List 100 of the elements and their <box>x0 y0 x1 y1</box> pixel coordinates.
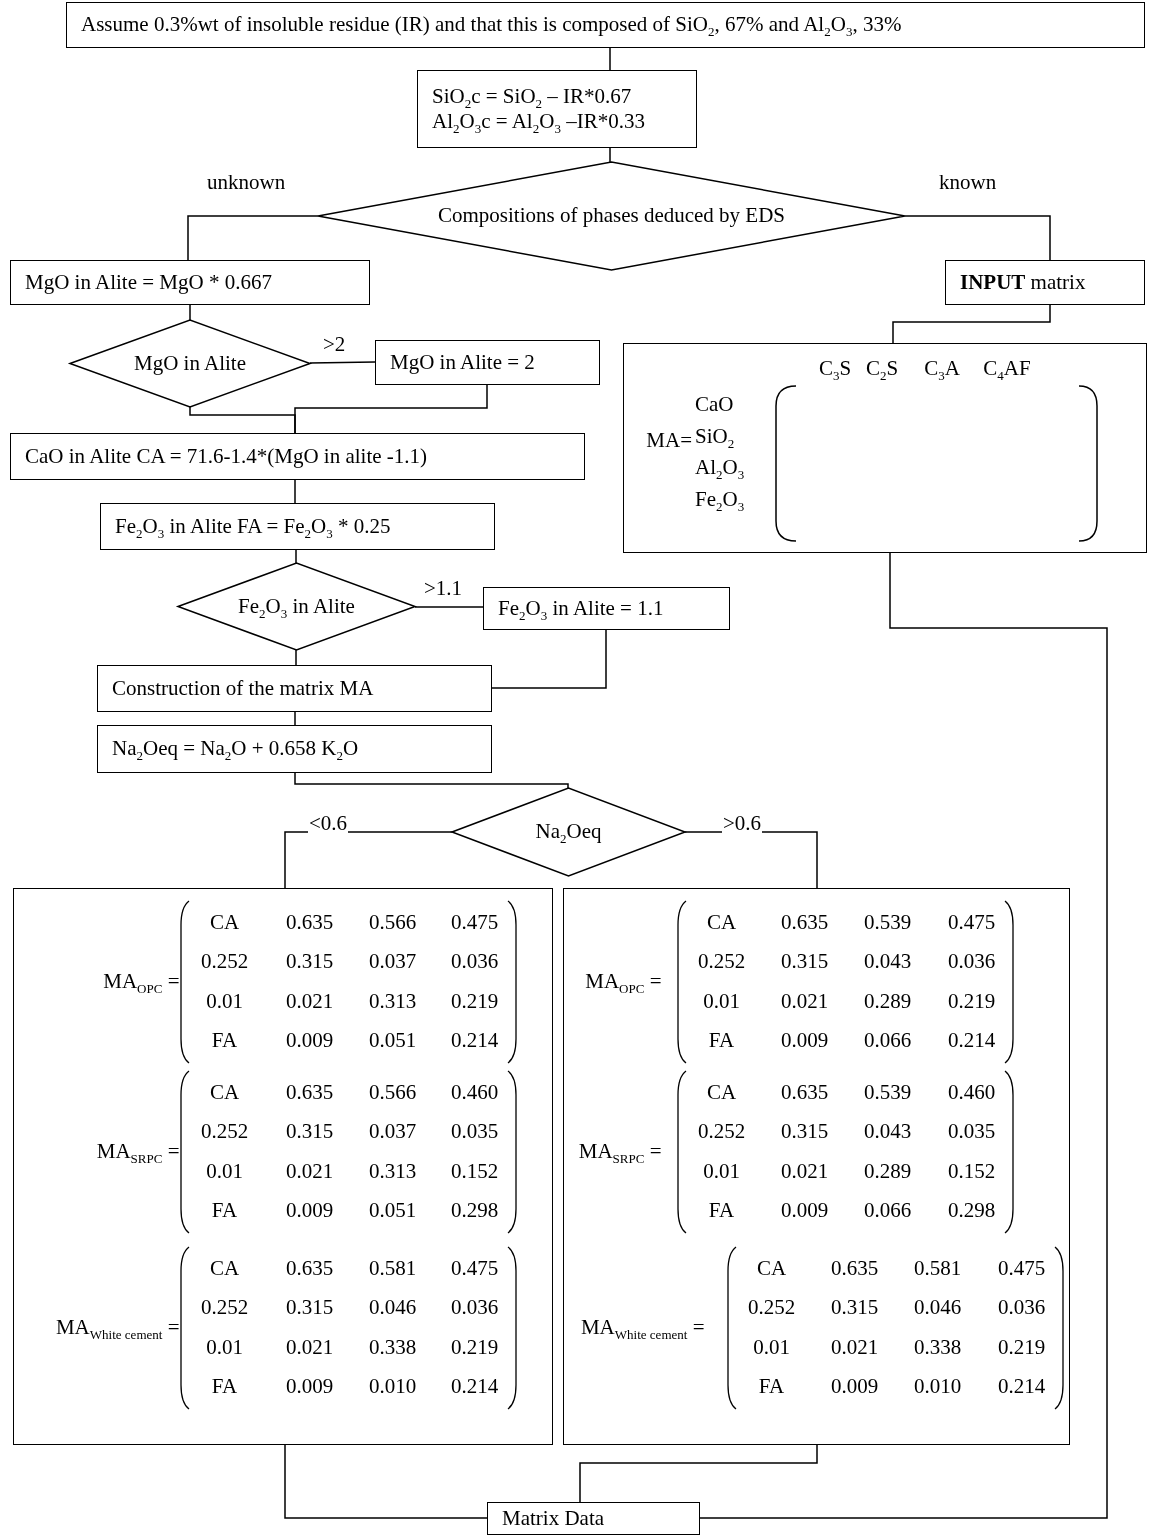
matrix-entry: CA <box>209 1080 240 1106</box>
connector-line <box>189 304 191 321</box>
matrix-entry: 0.009 <box>285 1197 334 1224</box>
matrix-entry: 0.635 <box>780 910 829 936</box>
box-text: CaO in Alite CA = 71.6-1.4*(MgO in alite -1.1) <box>25 443 429 470</box>
matrix-entry: FA <box>758 1373 785 1400</box>
matrix-entry: 0.252 <box>200 1295 249 1321</box>
matrix-panel <box>563 888 1070 1445</box>
matrix-entry: 0.036 <box>450 949 499 975</box>
matrix-entry: 0.214 <box>997 1373 1046 1400</box>
box-text: SiO$_{2}$c = SiO$_{2}$ – IR*0.67 <box>432 83 633 109</box>
matrix-entry: 0.566 <box>368 1080 417 1106</box>
matrix-entry: 0.021 <box>780 1158 829 1184</box>
row-label: Fe$_{2}$O$_{3}$ <box>695 487 745 513</box>
process-box <box>10 260 370 305</box>
matrix-entry: 0.635 <box>830 1256 879 1282</box>
matrix-name: MA= <box>646 428 692 454</box>
box-text: Fe$_{2}$O$_{3}$ in Alite FA = Fe$_{2}$O$_{3}$ * 0.25 <box>115 513 392 540</box>
matrix-entry: 0.214 <box>450 1373 499 1400</box>
matrix-entry: 0.298 <box>947 1197 996 1224</box>
matrix-entry: 0.338 <box>913 1334 962 1360</box>
matrix-entry: 0.475 <box>450 910 499 936</box>
decision-text: Compositions of phases deduced by EDS <box>437 203 786 229</box>
matrix-entry: 0.036 <box>997 1295 1046 1321</box>
matrix-entry: 0.252 <box>200 1119 249 1145</box>
connector-line <box>294 384 488 434</box>
matrix-entry: 0.315 <box>780 949 829 975</box>
matrix-entry: 0.021 <box>780 988 829 1014</box>
matrix-entry: 0.252 <box>697 1119 746 1145</box>
matrix-entry: 0.315 <box>830 1295 879 1321</box>
matrix-entry: 0.046 <box>913 1295 962 1321</box>
connector-line <box>699 552 1108 1519</box>
matrix-name: MA$_{SRPC}$ = <box>578 1138 662 1165</box>
matrix-entry: 0.298 <box>450 1197 499 1224</box>
matrix-entry: 0.475 <box>947 910 996 936</box>
connector-line <box>309 361 376 364</box>
matrix-entry: 0.338 <box>368 1334 417 1360</box>
matrix-entry: 0.252 <box>200 949 249 975</box>
connector-line <box>609 147 611 163</box>
matrix-entry: 0.036 <box>450 1295 499 1321</box>
matrix-entry: 0.037 <box>368 949 417 975</box>
matrix-entry: 0.046 <box>368 1295 417 1321</box>
matrix-entry: 0.152 <box>947 1158 996 1184</box>
decision-text: Fe$_{2}$O$_{3}$ in Alite <box>238 593 355 620</box>
matrix-entry: 0.035 <box>450 1119 499 1145</box>
decision-text: Na$_{2}$Oeq <box>535 819 602 845</box>
matrix-entry: 0.051 <box>368 1027 417 1054</box>
matrix-entry: 0.037 <box>368 1119 417 1145</box>
connector-line <box>294 772 569 789</box>
connector-line <box>904 215 1051 261</box>
column-header: C$_{4}$AF <box>983 356 1031 382</box>
matrix-entry: CA <box>209 910 240 936</box>
matrix-entry: 0.460 <box>947 1080 996 1106</box>
box-text: Matrix Data <box>502 1505 606 1532</box>
matrix-entry: 0.315 <box>285 1295 334 1321</box>
matrix-entry: 0.009 <box>830 1373 879 1400</box>
matrix-entry: 0.009 <box>780 1027 829 1054</box>
process-box <box>945 260 1145 305</box>
box-text: Construction of the matrix MA <box>112 675 375 702</box>
matrix-entry: 0.214 <box>947 1027 996 1054</box>
matrix-entry: 0.043 <box>863 1119 912 1145</box>
matrix-name: MA$_{OPC}$ = <box>103 968 180 995</box>
matrix-entry: CA <box>756 1256 787 1282</box>
matrix-entry: 0.581 <box>913 1256 962 1282</box>
matrix-entry: 0.066 <box>863 1197 912 1224</box>
process-box <box>483 587 730 630</box>
connector-line <box>294 479 296 504</box>
matrix-entry: CA <box>706 910 737 936</box>
matrix-entry: 0.289 <box>863 1158 912 1184</box>
matrix-entry: 0.635 <box>285 910 334 936</box>
matrix-entry: 0.009 <box>285 1027 334 1054</box>
matrix-entry: 0.036 <box>947 949 996 975</box>
connector-line <box>187 215 319 261</box>
matrix-name: MA$_{White cement}$ = <box>580 1314 705 1341</box>
process-box <box>487 1502 700 1535</box>
matrix-entry: 0.219 <box>947 988 996 1014</box>
edge-label: >0.6 <box>722 813 763 834</box>
matrix-entry: 0.010 <box>913 1373 962 1400</box>
matrix-entry: 0.021 <box>285 1334 334 1360</box>
matrix-entry: 0.009 <box>780 1197 829 1224</box>
column-header: C$_{3}$A <box>924 356 960 382</box>
matrix-entry: 0.475 <box>450 1256 499 1282</box>
matrix-entry: 0.539 <box>863 1080 912 1106</box>
matrix-box <box>623 343 1147 553</box>
matrix-entry: FA <box>708 1027 735 1054</box>
matrix-name: MA$_{OPC}$ = <box>585 968 662 995</box>
matrix-name: MA$_{White cement}$ = <box>55 1314 180 1341</box>
matrix-entry: 0.214 <box>450 1027 499 1054</box>
connector-line <box>609 47 611 71</box>
process-box <box>97 725 492 773</box>
column-header: C$_{2}$S <box>865 356 899 382</box>
matrix-entry: CA <box>209 1256 240 1282</box>
matrix-entry: 0.066 <box>863 1027 912 1054</box>
process-box <box>100 503 495 550</box>
matrix-entry: 0.01 <box>703 1158 740 1184</box>
matrix-entry: 0.539 <box>863 910 912 936</box>
matrix-entry: FA <box>211 1027 238 1054</box>
connector-line <box>892 304 1051 344</box>
matrix-entry: 0.635 <box>285 1080 334 1106</box>
matrix-entry: 0.051 <box>368 1197 417 1224</box>
